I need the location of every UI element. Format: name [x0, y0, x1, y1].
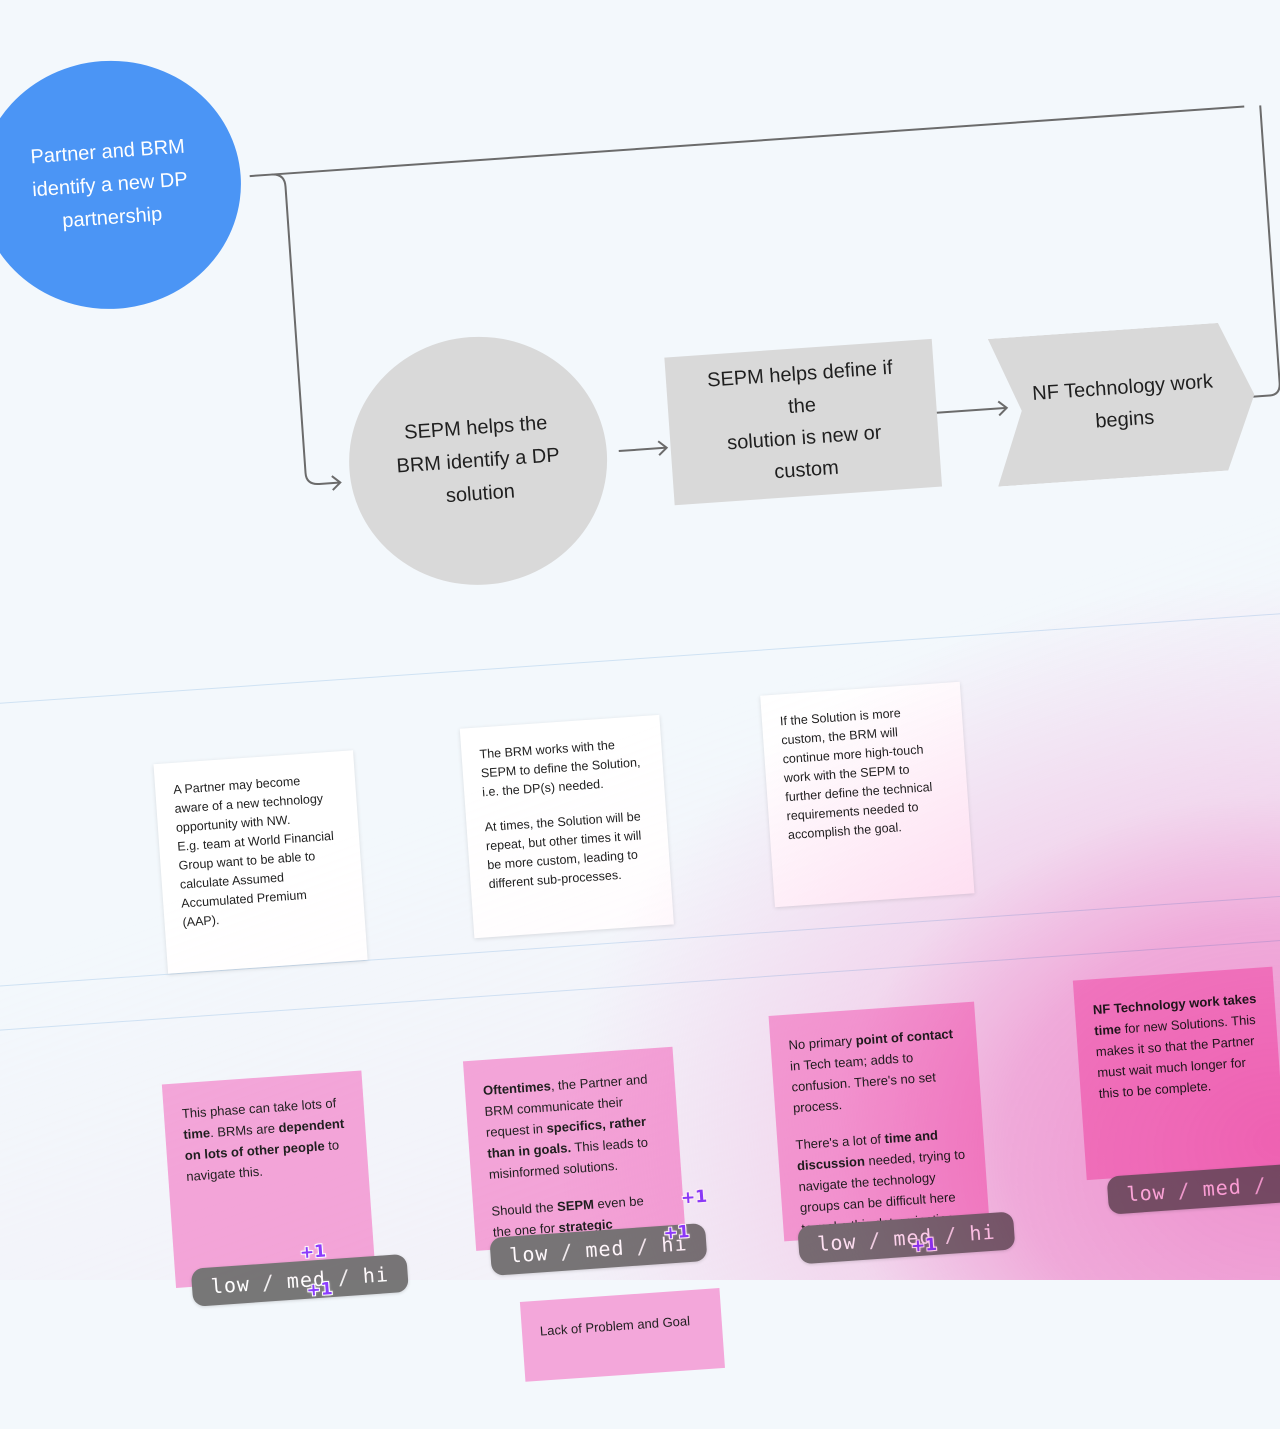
sticky-text: Oftentimes, the Partner and BRM communic… [482, 1071, 649, 1182]
connector-step2-to-step3 [932, 406, 1007, 415]
sticky-text: This phase can take lots of time. BRMs a… [181, 1095, 345, 1184]
sticky-text: NF Technology work takes time for new So… [1092, 990, 1257, 1102]
connector-step1-to-step2 [618, 446, 667, 453]
note-text: If the Solution is more custom, the BRM … [779, 706, 933, 843]
step-node-nf-technology[interactable]: NF Technology work begins [988, 321, 1260, 487]
rating-low[interactable]: low [816, 1229, 858, 1257]
note-text: The BRM works with the SEPM to define th… [479, 738, 641, 800]
step-node-label: SEPM helps define if the solution is new… [706, 356, 894, 484]
rating-low[interactable]: low [508, 1240, 550, 1268]
sticky-pain-point-specifics[interactable]: Oftentimes, the Partner and BRM communic… [462, 1046, 686, 1261]
sticky-text: Lack of Problem and Goal [539, 1313, 691, 1339]
plus-one-vote-badge: +1 [299, 1241, 327, 1264]
connector-step3-right [1246, 105, 1280, 399]
connector-start-top [271, 105, 1245, 176]
rating-low[interactable]: low [1125, 1179, 1167, 1207]
note-text: At times, the Solution will be repeat, b… [484, 809, 642, 892]
whiteboard-canvas[interactable]: Partner and BRM identify a new DP partne… [0, 0, 1280, 1382]
plus-one-vote-badge: +1 [662, 1222, 691, 1244]
sticky-pain-point-goal[interactable]: Lack of Problem and Goal [519, 1288, 725, 1382]
plus-one-vote-badge: +1 [680, 1186, 708, 1209]
start-node-label: Partner and BRM identify a new DP partne… [29, 135, 189, 232]
rating-med[interactable]: med [584, 1235, 626, 1263]
rating-med[interactable]: med [1201, 1174, 1243, 1202]
sticky-pain-point-contact[interactable]: No primary point of contact in Tech team… [768, 1001, 990, 1242]
note-card-brm-sepm[interactable]: The BRM works with the SEPM to define th… [459, 714, 674, 939]
rating-hi[interactable]: hi [361, 1262, 390, 1288]
plus-one-vote-badge: +1 [910, 1234, 938, 1257]
plus-one-vote-badge: +1 [305, 1279, 334, 1301]
connector-start-to-step1 [249, 173, 341, 486]
sticky-pain-point-nf-time[interactable]: NF Technology work takes time for new So… [1072, 966, 1280, 1181]
note-card-custom-solution[interactable]: If the Solution is more custom, the BRM … [760, 681, 975, 908]
note-text: A Partner may become aware of a new tech… [172, 774, 335, 930]
rating-low[interactable]: low [209, 1271, 251, 1299]
sticky-pain-point-time[interactable]: This phase can take lots of time. BRMs a… [161, 1070, 376, 1288]
note-card-partner-aware[interactable]: A Partner may become aware of a new tech… [153, 750, 368, 974]
sticky-text: No primary point of contact in Tech team… [788, 1026, 954, 1116]
step-node-label: NF Technology work begins [1031, 370, 1214, 433]
step-node-sepm-define[interactable]: SEPM helps define if the solution is new… [664, 338, 943, 506]
rating-hi[interactable]: hi [968, 1219, 997, 1246]
step-node-label: SEPM helps the BRM identify a DP solutio… [395, 411, 561, 507]
